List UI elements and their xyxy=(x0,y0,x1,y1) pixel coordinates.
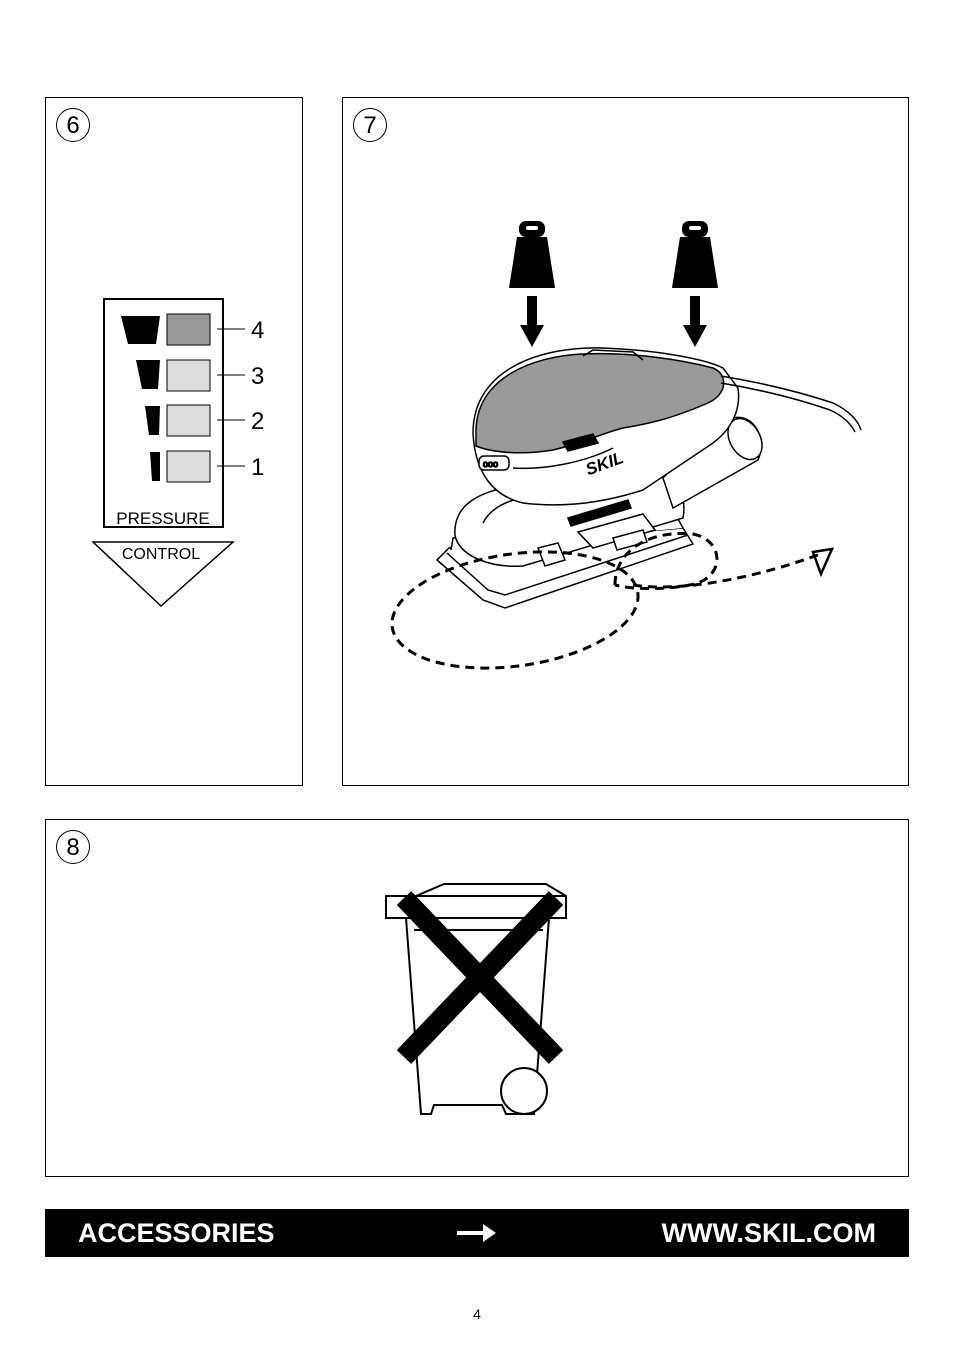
level-label-2: 2 xyxy=(251,408,264,435)
level-label-1: 1 xyxy=(251,454,264,481)
accessories-banner: ACCESSORIES WWW.SKIL.COM xyxy=(45,1209,909,1257)
figure-panel-8: 8 xyxy=(45,819,909,1177)
cross-stroke-2 xyxy=(396,891,564,1064)
right-arrow-icon xyxy=(457,1224,496,1242)
pressure-bar-2 xyxy=(145,406,160,435)
figure-number-6: 6 xyxy=(56,108,90,142)
sander-body: ooo xyxy=(472,347,740,527)
pressure-bar-1 xyxy=(150,452,160,481)
bin-wheel xyxy=(500,1067,548,1115)
accessories-label: ACCESSORIES xyxy=(78,1218,275,1248)
crossed-out-wheelie-bin-icon xyxy=(385,883,567,1115)
pressure-lamp-4 xyxy=(166,313,211,346)
power-cord xyxy=(720,375,862,431)
figure-panel-6: 6 4 3 2 1 PRESSURE CONTROL xyxy=(45,97,303,786)
weight-icon-left xyxy=(509,221,555,288)
weight-icon-right xyxy=(672,221,718,288)
motion-path-dashed xyxy=(390,531,824,670)
figure-number-7: 7 xyxy=(353,108,387,142)
pressure-bar-3 xyxy=(136,360,160,389)
svg-text:ooo: ooo xyxy=(483,459,498,469)
pressure-bar-4 xyxy=(121,316,160,344)
pressure-lamp-2 xyxy=(166,404,211,437)
pressure-gauge-illustration: 4 3 2 1 PRESSURE CONTROL xyxy=(91,298,264,608)
page-number: 4 xyxy=(473,1306,481,1322)
pressure-lamp-3 xyxy=(166,359,211,392)
website-link[interactable]: WWW.SKIL.COM xyxy=(661,1218,876,1248)
level-label-4: 4 xyxy=(251,317,264,344)
figure-panel-7: 7 xyxy=(342,97,909,786)
control-caption: CONTROL xyxy=(122,546,200,563)
motion-arrow-head xyxy=(811,547,835,578)
control-triangle xyxy=(91,541,235,608)
figure-number-8: 8 xyxy=(56,830,90,864)
down-arrow-icon-right xyxy=(683,296,707,347)
pressure-caption: PRESSURE xyxy=(116,509,210,528)
pressure-lamp-1 xyxy=(166,450,211,483)
sander-illustration: ooo SKIL xyxy=(390,221,862,670)
level-label-3: 3 xyxy=(251,363,264,390)
down-arrow-icon-left xyxy=(520,296,544,347)
